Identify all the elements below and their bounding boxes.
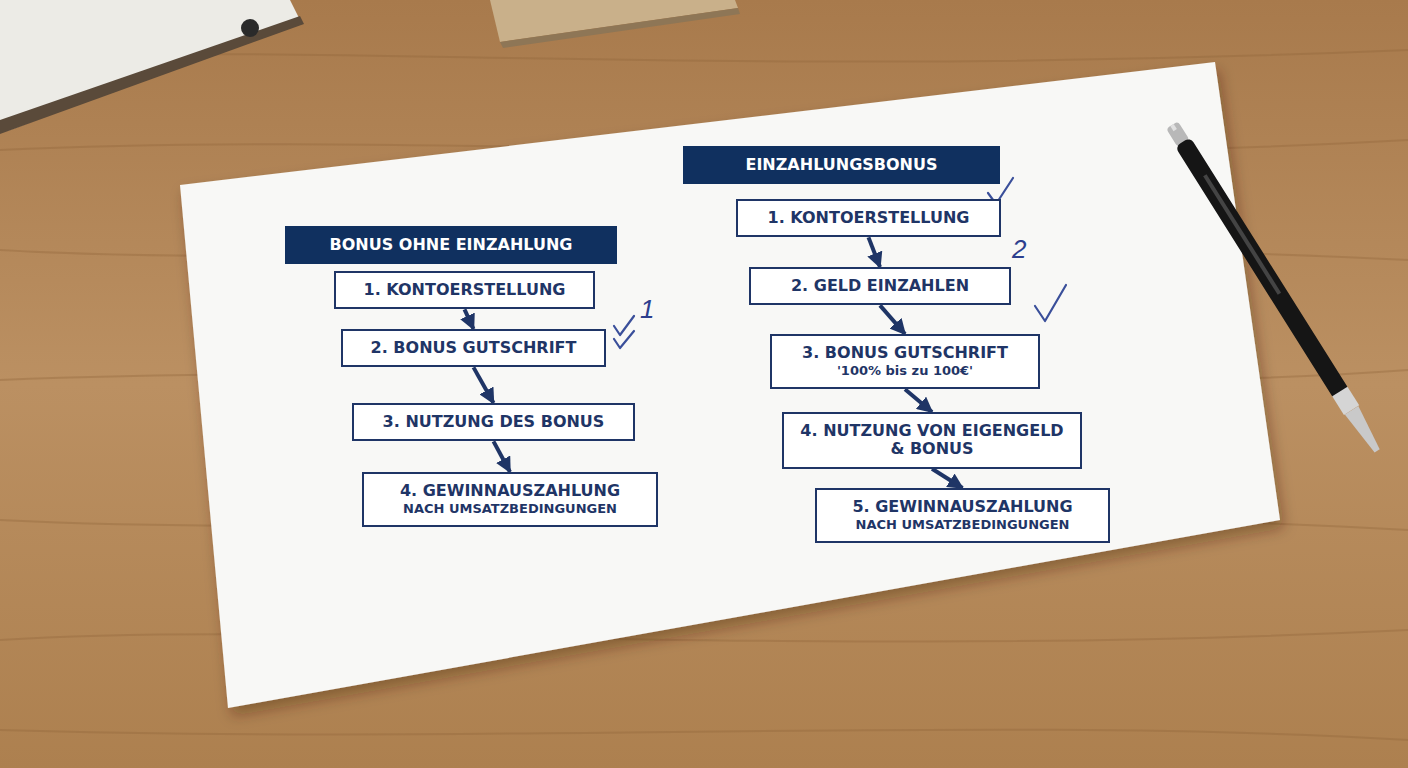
box-text: 3. BONUS GUTSCHRIFT xyxy=(786,344,1024,362)
box-subtext: '100% bis zu 100€' xyxy=(786,364,1024,379)
process-box: 4. GEWINNAUSZAHLUNG NACH UMSATZBEDINGUNGE… xyxy=(362,472,658,527)
box-text: 5. GEWINNAUSZAHLUNG xyxy=(831,498,1094,516)
process-box: 4. NUTZUNG VON EIGENGELD & BONUS xyxy=(782,412,1082,469)
box-text: 1. KONTOERSTELLUNG xyxy=(350,281,579,299)
box-text: 2. BONUS GUTSCHRIFT xyxy=(357,339,590,357)
process-box: 2. BONUS GUTSCHRIFT xyxy=(341,329,606,367)
flow-arrow xyxy=(474,367,494,403)
box-text: 4. GEWINNAUSZAHLUNG xyxy=(378,482,642,500)
box-text: BONUS OHNE EINZAHLUNG xyxy=(301,236,601,254)
paper-sheet xyxy=(180,62,1280,708)
handwritten-number: 2 xyxy=(1012,236,1026,262)
box-subtext: NACH UMSATZBEDINGUNGEN xyxy=(831,518,1094,533)
flow-arrow xyxy=(880,305,905,334)
flow-arrow xyxy=(869,237,881,267)
process-box: 1. KONTOERSTELLUNG xyxy=(736,199,1001,237)
process-box: 1. KONTOERSTELLUNG xyxy=(334,271,595,309)
box-text: 1. KONTOERSTELLUNG xyxy=(752,209,985,227)
process-box: 3. BONUS GUTSCHRIFT '100% bis zu 100€' xyxy=(770,334,1040,389)
box-text: 2. GELD EINZAHLEN xyxy=(765,277,995,295)
flow-arrow xyxy=(494,441,511,472)
check-marks xyxy=(614,178,1066,348)
handwritten-number: 1 xyxy=(640,296,654,322)
wood-grain xyxy=(0,50,1408,740)
book xyxy=(490,0,740,48)
flow-arrow xyxy=(932,469,963,488)
header-band: BONUS OHNE EINZAHLUNG xyxy=(285,226,617,264)
notebook xyxy=(0,0,304,134)
flow-arrow xyxy=(465,309,474,329)
pen xyxy=(1164,120,1384,455)
header-band: EINZAHLUNGSBONUS xyxy=(683,146,1000,184)
box-text: 4. NUTZUNG VON EIGENGELD & BONUS xyxy=(798,422,1066,459)
process-box: 3. NUTZUNG DES BONUS xyxy=(352,403,635,441)
box-text: EINZAHLUNGSBONUS xyxy=(699,156,984,174)
box-subtext: NACH UMSATZBEDINGUNGEN xyxy=(378,502,642,517)
process-box: 2. GELD EINZAHLEN xyxy=(749,267,1011,305)
process-box: 5. GEWINNAUSZAHLUNG NACH UMSATZBEDINGUNGE… xyxy=(815,488,1110,543)
box-text: 3. NUTZUNG DES BONUS xyxy=(368,413,619,431)
flow-arrow xyxy=(905,389,932,412)
